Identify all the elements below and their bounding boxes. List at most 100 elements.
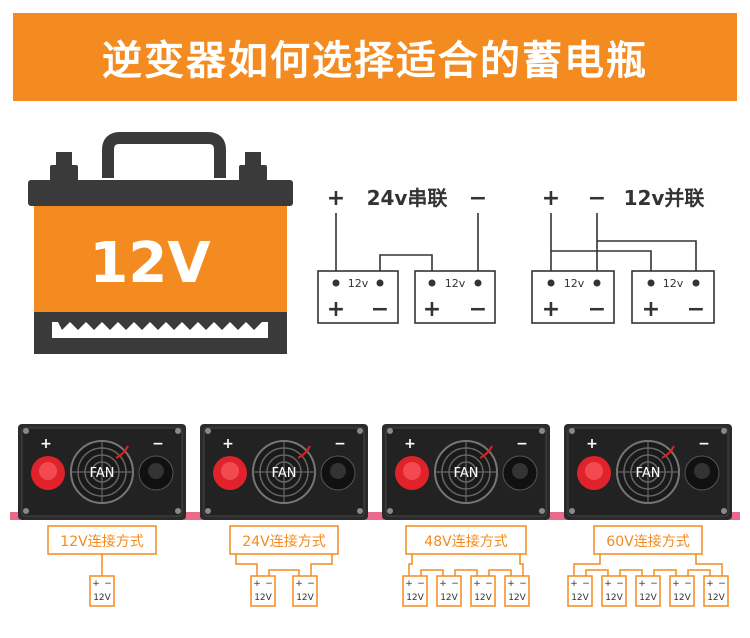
battery-cell-label: 12V — [508, 593, 526, 603]
svg-text:+: + — [672, 579, 680, 589]
minus-terminal-label: − — [698, 436, 710, 452]
battery-cell: +−12V — [250, 575, 276, 607]
screw — [539, 508, 545, 514]
parallel-title: 12v并联 — [624, 186, 705, 210]
screw — [569, 508, 575, 514]
connection-caption: 24V连接方式 — [242, 533, 325, 550]
series-cell-2 — [414, 270, 496, 324]
plus-terminal-label: + — [586, 436, 598, 452]
svg-text:−: − — [104, 579, 112, 589]
parallel-cell-2-label: 12v — [663, 277, 684, 290]
battery-cell-label: 12V — [440, 593, 458, 603]
battery-terminal-right — [245, 152, 261, 166]
svg-text:−: − — [307, 579, 315, 589]
battery-cell-label: 12V — [93, 593, 111, 603]
svg-text:−: − — [616, 579, 624, 589]
battery-cell: +− 12V — [669, 575, 695, 607]
svg-text:−: − — [417, 579, 425, 589]
svg-text:+: + — [439, 579, 447, 589]
battery-handle — [102, 132, 226, 178]
connection-caption-box — [229, 525, 339, 555]
svg-text:−: − — [469, 297, 487, 322]
series-cell-1 — [317, 270, 399, 324]
screw — [387, 508, 393, 514]
screw — [205, 428, 211, 434]
battery-illustration: 12V — [28, 132, 293, 354]
battery-wave-pattern — [52, 322, 268, 338]
battery-cell: +−12V — [292, 575, 318, 607]
minus-terminal-label: − — [152, 436, 164, 452]
battery-terminal-left — [56, 152, 72, 166]
parallel-diagram: + − 12v并联 12v + − 12v + − — [531, 186, 715, 324]
battery-cell: +− 12V — [504, 575, 530, 607]
screw — [721, 428, 727, 434]
svg-text:+: + — [327, 297, 345, 322]
screw — [539, 428, 545, 434]
svg-text:−: − — [451, 579, 459, 589]
connection-caption: 48V连接方式 — [424, 533, 507, 550]
series-diagram: + 24v串联 − 12v + − 12v + − — [317, 186, 496, 324]
parallel-cell-1-label: 12v — [564, 277, 585, 290]
title-banner: 逆变器如何选择适合的蓄电瓶 — [13, 13, 737, 101]
side-clip — [556, 512, 566, 520]
svg-text:+: + — [507, 579, 515, 589]
svg-text:+: + — [473, 579, 481, 589]
battery-cell: +− 12V — [436, 575, 462, 607]
plus-terminal-label: + — [222, 436, 234, 452]
screw — [23, 508, 29, 514]
screw — [357, 428, 363, 434]
connection-caption: 12V连接方式 — [60, 533, 143, 550]
screw — [721, 508, 727, 514]
svg-text:+: + — [405, 579, 413, 589]
battery-lid — [28, 180, 293, 206]
svg-text:+: + — [642, 297, 660, 322]
plus-terminal-label: + — [404, 436, 416, 452]
battery-body — [34, 206, 287, 312]
battery-cell-label: 12V — [639, 593, 657, 603]
series-title: 24v串联 — [367, 186, 448, 210]
parallel-cell-1 — [531, 270, 615, 324]
svg-text:−: − — [684, 579, 692, 589]
series-cell-2-label: 12v — [445, 277, 466, 290]
svg-text:+: + — [295, 579, 303, 589]
parallel-cell-2 — [631, 270, 715, 324]
fan-label: FAN — [272, 466, 297, 481]
minus-terminal-label: − — [516, 436, 528, 452]
svg-text:−: − — [687, 297, 705, 322]
screw — [387, 428, 393, 434]
battery-cell-label: 12V — [707, 593, 725, 603]
battery-cell-label: 12V — [673, 593, 691, 603]
battery-cell: +− 12V — [402, 575, 428, 607]
series-plus-label: + — [327, 186, 345, 211]
minus-terminal-label: − — [334, 436, 346, 452]
side-clip — [374, 512, 384, 520]
svg-text:−: − — [588, 297, 606, 322]
side-clip — [730, 512, 740, 520]
connection-caption: 60V连接方式 — [606, 533, 689, 550]
svg-text:+: + — [570, 579, 578, 589]
battery-cell-label: 12V — [474, 593, 492, 603]
svg-text:+: + — [706, 579, 714, 589]
side-clip — [192, 512, 202, 520]
svg-text:−: − — [519, 579, 527, 589]
svg-text:+: + — [92, 579, 100, 589]
battery-cell: +− 12V — [89, 575, 115, 607]
plus-terminal-label: + — [40, 436, 52, 452]
inverter-row: +−FAN12V连接方式+−12V+−FAN24V连接方式+−12V+−12V+… — [10, 424, 740, 607]
series-minus-label: − — [469, 186, 487, 211]
battery-cell: +−12V — [470, 575, 496, 607]
battery-cell: +−12V — [703, 575, 729, 607]
battery-cell: +−12V — [601, 575, 627, 607]
battery-cell-label: 12V — [406, 593, 424, 603]
side-clip — [184, 512, 194, 520]
screw — [205, 508, 211, 514]
svg-text:−: − — [371, 297, 389, 322]
connection-caption-box — [593, 525, 703, 555]
parallel-minus-label: − — [588, 186, 606, 211]
fan-label: FAN — [454, 466, 479, 481]
